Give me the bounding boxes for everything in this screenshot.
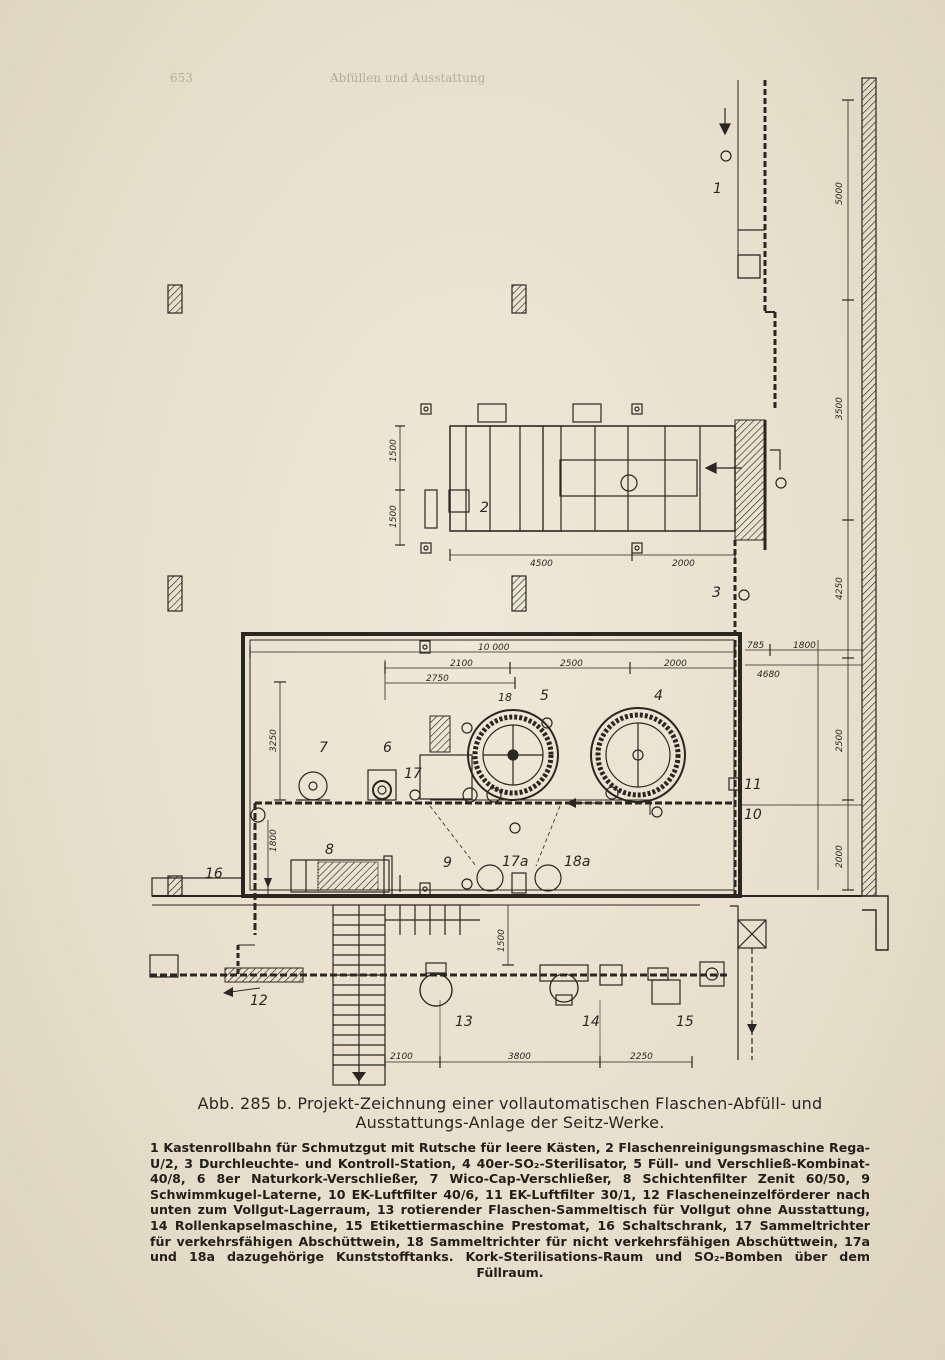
dim-2750: 2750 [426,674,449,684]
dim-2100-a: 2100 [450,659,473,669]
page-header: Abfüllen und Ausstattung [329,71,486,85]
label-5: 5 [540,688,549,704]
pillar [511,284,527,314]
pillar [511,575,527,612]
dim-10000: 10 000 [478,643,510,653]
layer-filter [290,855,401,897]
dim-3800: 3800 [508,1052,531,1062]
caption-legend: 1 Kastenrollbahn für Schmutzgut mit Ruts… [150,1140,870,1280]
caption-title: Abb. 285 b. Projekt-Zeichnung einer voll… [150,1094,870,1132]
dim-1800-a: 1800 [793,641,816,651]
bottle-washing-machine [424,403,781,550]
dim-1800-b: 1800 [269,829,279,852]
label-4: 4 [654,688,663,704]
dim-4680: 4680 [757,670,780,680]
label-18: 18 [498,691,512,704]
pillar [167,575,183,612]
label-3: 3 [712,585,721,601]
figure-caption: Abb. 285 b. Projekt-Zeichnung einer voll… [150,1094,870,1280]
label-2: 2 [480,500,489,516]
page-number: 653 [170,71,193,85]
label-15: 15 [676,1014,694,1030]
dim-3250: 3250 [269,729,279,752]
dim-2000-b: 2000 [664,659,687,669]
dim-1500-b: 1500 [389,505,399,528]
label-7: 7 [319,740,328,756]
label-17: 17 [404,766,422,782]
label-13: 13 [455,1014,473,1030]
label-14: 14 [582,1014,600,1030]
dim-4250: 4250 [835,577,845,600]
label-11: 11 [744,777,762,793]
dim-2100-b: 2100 [390,1052,413,1062]
dim-5000: 5000 [835,182,845,205]
filling-room-wall [241,632,742,898]
capsule-machine [539,964,589,1006]
outer-wall-right [861,77,877,897]
label-9: 9 [443,855,452,871]
dim-785: 785 [747,641,764,651]
label-17a: 17a [502,854,528,870]
label-18a: 18a [564,854,590,870]
label-10: 10 [744,807,762,823]
dim-2000-a: 2000 [672,559,695,569]
label-12: 12 [250,993,268,1009]
pillar [167,284,183,314]
labelling-machine [647,961,725,1005]
dim-2500: 2500 [835,729,845,752]
dim-1500-a: 1500 [389,439,399,462]
label-6: 6 [383,740,392,756]
label-1: 1 [713,181,722,197]
so2-sterilizer [590,707,686,803]
dim-2500-a: 2500 [560,659,583,669]
bottle-collecting-table [419,962,453,1007]
floor-plan-drawing: 653 Abfüllen und Ausstattung [149,71,889,1086]
dim-4500: 4500 [530,559,553,569]
dim-2250: 2250 [630,1052,653,1062]
caption-title-line-1: Abb. 285 b. Projekt-Zeichnung einer voll… [197,1094,823,1113]
cap-closer [296,771,330,801]
label-16: 16 [205,866,223,882]
dim-2000-right: 2000 [835,845,845,868]
dim-1500-c: 1500 [497,929,507,952]
caption-title-line-2: Ausstattungs-Anlage der Seitz-Werke. [355,1113,665,1132]
dim-3500: 3500 [835,397,845,420]
label-8: 8 [325,842,334,858]
filling-machine [419,709,559,801]
cork-closer [367,769,421,801]
